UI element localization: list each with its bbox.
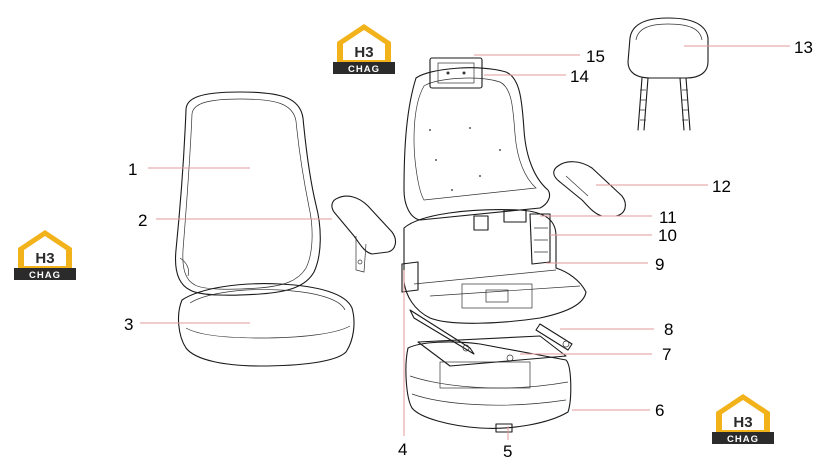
callout-15: 15 bbox=[586, 47, 605, 66]
right-armrest bbox=[553, 161, 626, 217]
suspension-base bbox=[405, 341, 572, 433]
left-armrest bbox=[331, 195, 397, 273]
seat-cushion bbox=[177, 283, 355, 367]
logo-word: CHAG bbox=[29, 270, 61, 280]
logo-letters: H3 bbox=[354, 44, 373, 61]
callout-14: 14 bbox=[570, 67, 589, 86]
logo-letters: H3 bbox=[35, 250, 54, 267]
callout-3: 3 bbox=[124, 315, 133, 334]
callout-7: 7 bbox=[662, 345, 671, 364]
callout-13: 13 bbox=[794, 38, 813, 57]
base-plate bbox=[417, 335, 567, 367]
slide-rails bbox=[409, 309, 573, 355]
leader-lines bbox=[140, 45, 790, 440]
chag-logo-left: H3 CHAG bbox=[14, 226, 76, 280]
logo-letters: H3 bbox=[733, 414, 752, 431]
callout-9: 9 bbox=[655, 255, 664, 274]
callout-5: 5 bbox=[503, 442, 512, 461]
callout-2: 2 bbox=[138, 211, 147, 230]
seat-frame-backrest bbox=[403, 57, 551, 221]
seat-frame-pan bbox=[401, 209, 587, 324]
lumbar-mechanism bbox=[473, 209, 551, 265]
headrest bbox=[627, 17, 709, 131]
logo-word: CHAG bbox=[348, 64, 380, 74]
callout-labels: 1 2 3 4 5 6 7 8 9 10 11 12 13 14 15 bbox=[124, 38, 813, 461]
callout-6: 6 bbox=[655, 401, 664, 420]
seat-back-cushion bbox=[174, 91, 321, 296]
callout-12: 12 bbox=[712, 177, 731, 196]
callout-11: 11 bbox=[659, 208, 677, 227]
callout-4: 4 bbox=[398, 440, 407, 459]
chag-logo-top: H3 CHAG bbox=[333, 20, 395, 74]
callout-1: 1 bbox=[128, 160, 137, 179]
callout-10: 10 bbox=[658, 226, 677, 245]
logo-word: CHAG bbox=[727, 434, 759, 444]
callout-8: 8 bbox=[664, 320, 673, 339]
chag-logo-bottom-right: H3 CHAG bbox=[712, 390, 774, 444]
